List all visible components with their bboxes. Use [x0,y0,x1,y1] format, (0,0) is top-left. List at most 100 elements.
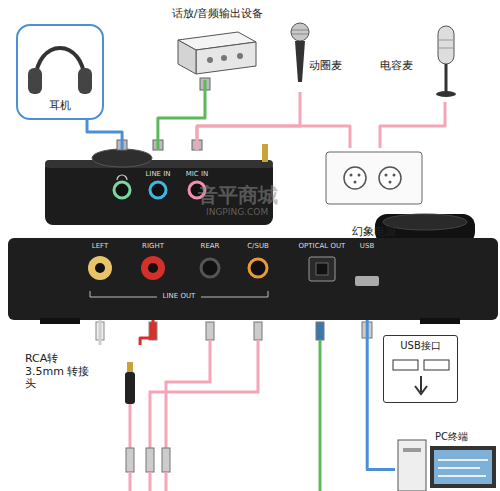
node-text: 幻象电源 [322,226,426,239]
monitor [430,446,496,488]
xlr-jack [379,167,401,189]
sound-card-edge [45,160,273,168]
xlr-pin [350,174,353,177]
plug [146,448,154,472]
xlr-pin [393,174,396,177]
mic-grille [438,40,454,48]
mic-capsule [438,26,454,64]
cable-connector [158,80,205,150]
cable [150,340,258,448]
optical-cable [319,340,322,491]
cable [129,404,132,448]
adapter-plug [125,372,135,404]
plug [162,448,170,472]
rca-jack [88,256,112,280]
node-text: USB [347,242,387,250]
screen-content [438,460,488,476]
headphone-box: 耳机 [16,24,104,120]
node-text: REAR [190,242,230,250]
cable-connector [197,92,300,150]
optical-plug [316,322,324,340]
plug [254,322,262,340]
headphone-cup [28,68,42,94]
cable-connector [380,102,445,148]
node-text: LEFT [80,242,120,250]
rca-plug [149,322,157,340]
xlr-pin [358,174,361,177]
phantom-box [326,152,422,204]
foot [420,318,460,324]
cable-connector [87,120,122,150]
xlr-jack [344,167,366,189]
usb-slot [424,360,449,370]
optical-hole [316,263,328,275]
plug [126,448,134,472]
foot [40,318,80,324]
watermark: 音平商城 [198,184,278,206]
rca-jack [141,256,165,280]
node-text: LINE IN [138,170,178,178]
node-text: RCA转3.5mm 转接头 [25,353,91,391]
plug [192,140,202,150]
cable-connector [140,320,153,345]
rca-hole [148,263,158,273]
cable [166,340,210,448]
cable-connector [367,320,395,470]
preamp-device: 话放/音频输出设备 [160,8,275,80]
mic-base [436,91,456,97]
rca-adapter: RCA转3.5mm 转接头 [25,345,175,405]
headphone-jack [114,182,130,198]
node-text: 电容麦 [380,60,426,73]
node-text: 动圈麦 [309,60,353,73]
node-text: OPTICAL OUT [284,242,360,250]
cable-connector [197,126,350,150]
node-text: MIC IN [177,170,217,178]
cable-connector [99,320,102,345]
mic-stand [445,64,448,92]
usb-port [355,276,379,286]
node-text: 耳机 [18,100,102,113]
device-knob [221,55,227,61]
xlr-pin [354,181,357,184]
node-text: RIGHT [133,242,173,250]
condenser-mic: 电容麦 [378,20,468,102]
node-text: LINE OUT [157,292,201,300]
pc-tower [398,440,426,491]
headphone-symbol [117,175,127,180]
rca-plug [96,322,104,340]
node-text: USB接口 [384,340,457,352]
screen [434,450,492,484]
csub-jack [249,259,267,277]
device-side [178,40,196,74]
xlr-pin [385,174,388,177]
headphone-band [36,48,84,78]
usb-interface-box: USB接口 [383,335,458,403]
rear-jack [201,259,219,277]
sound-card-rear: LEFT RIGHT REAR C/SUB OPTICAL OUTUSB LINE OUT [8,238,498,320]
pc-terminal: PC终端 [395,405,495,491]
usb-plug [362,322,372,338]
device-knob [237,53,243,59]
plug [153,140,163,150]
gold-connector [262,144,268,162]
node-text: C/SUB [238,242,278,250]
node-text: PC终端 [435,431,491,443]
watermark: INGPING.COM [206,208,268,218]
mic-body [295,41,305,82]
volume-knob [92,149,152,167]
drive-bay [403,448,421,452]
phantom-power: 幻象电源 [322,148,426,244]
dynamic-mic: 动圈麦 [285,20,355,92]
optical-port [309,257,335,281]
line-in-jack [150,182,166,198]
xlr-pin [389,181,392,184]
sound-card-back [8,238,498,320]
mic-head [291,23,309,41]
headphone-cup [78,68,92,94]
down-arrow [415,376,427,394]
plug [117,140,127,150]
cable [130,472,166,491]
adapter-tip [127,362,133,372]
